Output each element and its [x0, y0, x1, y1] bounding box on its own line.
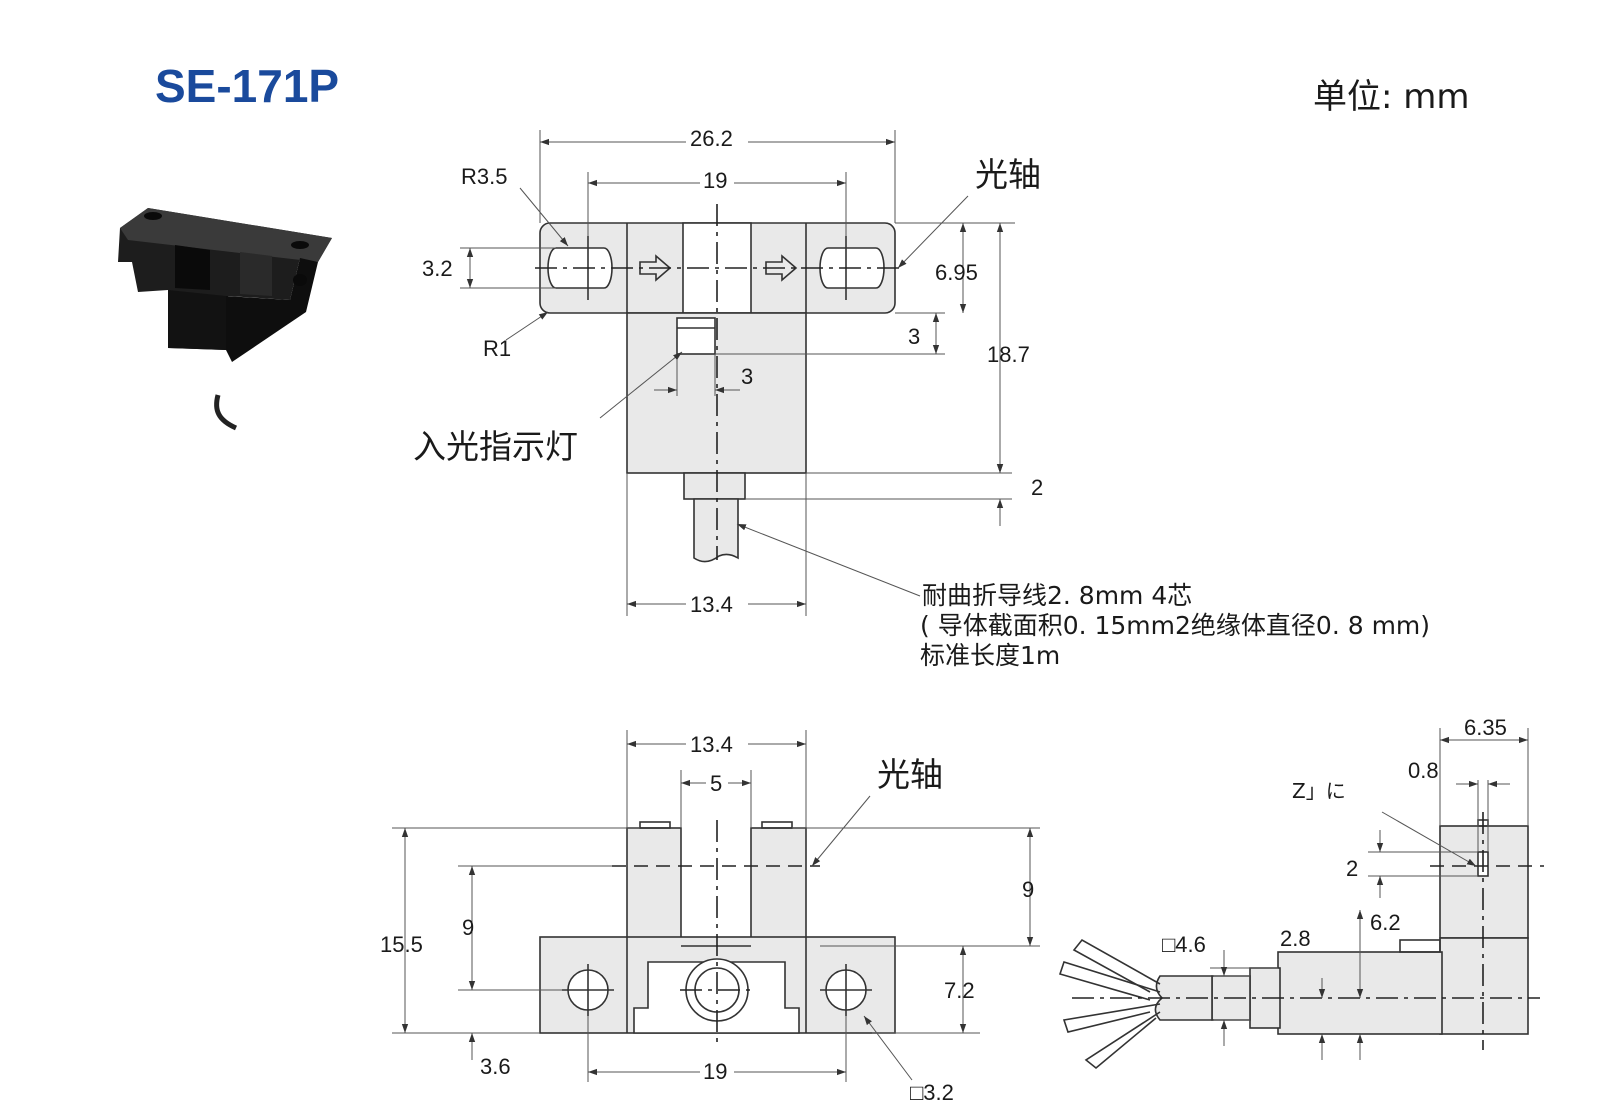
indicator-label: 入光指示灯 [413, 427, 578, 466]
optical-axis-label-top: 光轴 [975, 155, 1041, 194]
dim-0-8: 0.8 [1408, 758, 1439, 783]
dim-13-4-top: 13.4 [690, 592, 733, 617]
cable-spec-line2: ( 导体截面积0. 15mm2绝缘体直径0. 8 mm) [920, 611, 1430, 640]
dim-6-35: 6.35 [1464, 715, 1507, 740]
unit-label: 单位: mm [1313, 77, 1470, 117]
front-view: 13.4 5 15.5 9 9 7.2 3.6 19 □3.2 光轴 [380, 730, 1040, 1105]
hole-square-label: □3.2 [910, 1080, 954, 1105]
dim-19-front: 19 [703, 1059, 727, 1084]
sensor-photo [118, 208, 332, 431]
dim-6-95: 6.95 [935, 260, 978, 285]
dim-15-5: 15.5 [380, 932, 423, 957]
dim-7-2: 7.2 [944, 978, 975, 1003]
top-view: 26.2 19 R3.5 3.2 R1 6.95 3 18.7 3 2 13.4… [413, 126, 1430, 670]
cable-spec-line3: 标准长度1m [920, 641, 1060, 670]
dim-18-7: 18.7 [987, 342, 1030, 367]
dim-26-2: 26.2 [690, 126, 733, 151]
top-cable [693, 498, 739, 563]
cable-spec-line1: 耐曲折导线2. 8mm 4芯 [922, 581, 1192, 610]
dim-r3-5: R3.5 [461, 164, 507, 189]
side-head [1439, 825, 1529, 939]
cable-square-label: □4.6 [1162, 932, 1206, 957]
z-label: Z」に [1292, 779, 1346, 803]
front-arm-left [626, 827, 682, 947]
model-title: SE-171P [155, 60, 339, 112]
side-cable [1154, 975, 1213, 1021]
side-view: 6.35 0.8 Z」に 2 6.2 2.8 □4.6 [1058, 715, 1544, 1070]
dim-3-2: 3.2 [422, 256, 453, 281]
dim-2-8: 2.8 [1280, 926, 1311, 951]
dim-3-6: 3.6 [480, 1054, 511, 1079]
cable-boss [683, 472, 746, 500]
dim-5-slot: 5 [710, 771, 722, 796]
optical-axis-label-bottom: 光轴 [877, 755, 943, 794]
dim-2-boss: 2 [1031, 475, 1043, 500]
indicator-led [676, 317, 716, 355]
dim-9-axis: 9 [462, 915, 474, 940]
dim-r1: R1 [483, 336, 511, 361]
dim-2-side: 2 [1346, 856, 1358, 881]
front-arm-right [750, 827, 807, 947]
dim-3-indicator-height: 3 [908, 324, 920, 349]
dim-19-top: 19 [703, 168, 727, 193]
dim-13-4-front: 13.4 [690, 732, 733, 757]
dim-9-upper: 9 [1022, 877, 1034, 902]
dim-3-indicator-width: 3 [741, 364, 753, 389]
dim-6-2: 6.2 [1370, 910, 1401, 935]
